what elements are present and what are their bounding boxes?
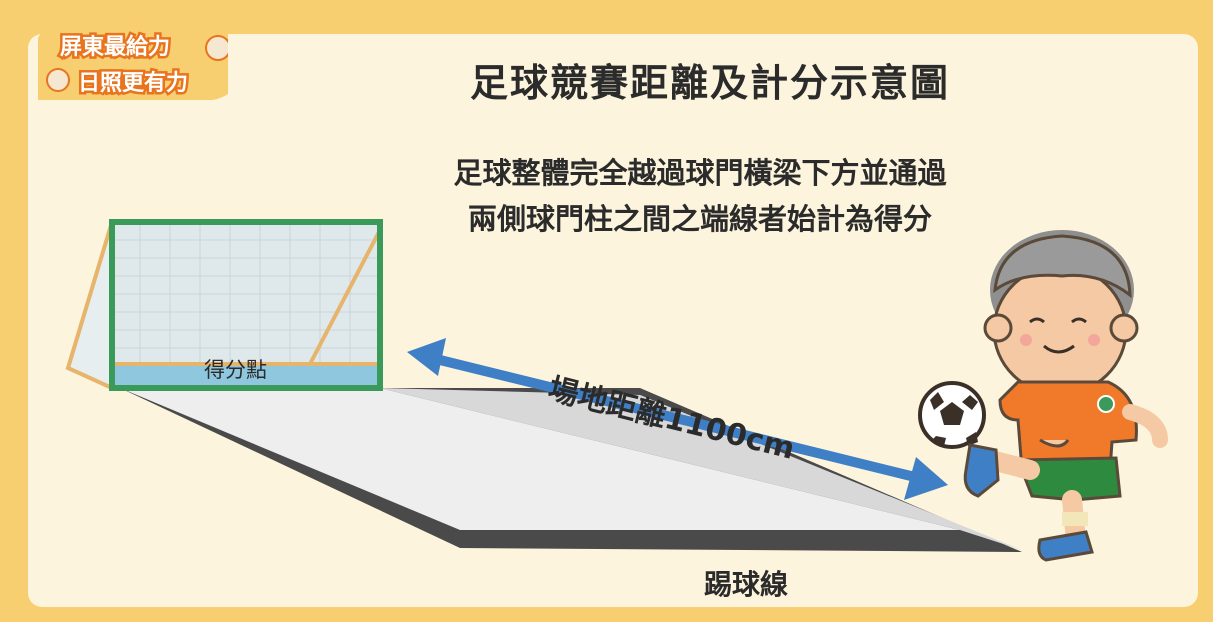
soccer-ball-icon <box>918 381 986 449</box>
field-surface <box>120 388 960 530</box>
goal-scoring-zone <box>112 364 380 388</box>
goal-point-label: 得分點 <box>204 358 267 382</box>
page-title: 足球競賽距離及計分示意圖 <box>469 61 950 105</box>
logo: 屏東最給力 日照更有力 <box>38 18 268 100</box>
distance-arrow <box>407 338 948 500</box>
goal-back-frame <box>308 229 382 365</box>
goal-net <box>112 222 380 388</box>
logo-line1: 屏東最給力 <box>60 34 170 60</box>
logo-graphic: 屏東最給力 日照更有力 <box>38 19 268 100</box>
logo-line2: 日照更有力 <box>78 70 188 96</box>
goal <box>65 219 383 392</box>
goal-side-net <box>65 221 114 392</box>
arrow-head-right <box>904 457 948 500</box>
net-mesh <box>112 222 380 388</box>
player-illustration <box>963 230 1168 562</box>
logo-mascot-icon-2 <box>46 68 70 92</box>
goal-posts <box>109 219 383 391</box>
arrow-head-left <box>407 338 446 376</box>
description-line2: 兩側球門柱之間之端線者始計為得分 <box>467 202 932 236</box>
kick-line-label: 踢球線 <box>704 568 789 601</box>
description-line1: 足球整體完全越過球門橫梁下方並通過 <box>453 156 947 190</box>
description: 足球整體完全越過球門橫梁下方並通過 兩側球門柱之間之端線者始計為得分 <box>370 150 1030 242</box>
